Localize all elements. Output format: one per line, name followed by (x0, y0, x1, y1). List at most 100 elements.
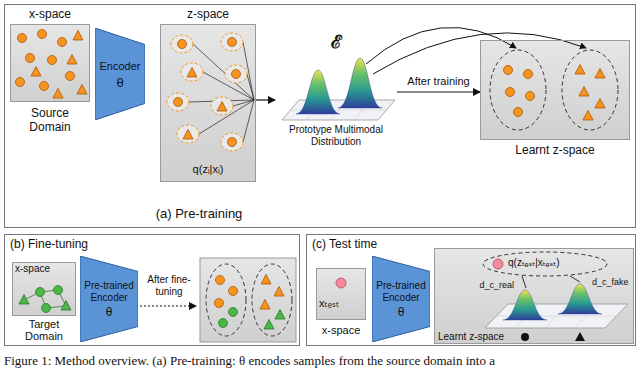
posterior-ellipse (171, 35, 193, 53)
space-box: x-spaceTarget Domain (12, 262, 76, 316)
panel-frame: (c) Test timexₜₑₛₜx-spacePre-trained Enc… (306, 234, 636, 346)
space-box: x-spaceSource Domain (10, 24, 90, 102)
encoded-sample (183, 130, 193, 140)
source-sample (77, 85, 87, 95)
box-ground (12, 262, 76, 316)
connector (397, 91, 480, 92)
source-sample (73, 31, 83, 41)
encoder-shape (95, 28, 145, 120)
posterior-ellipse (225, 65, 247, 83)
node-text: Source Domain (18, 106, 82, 134)
real-symbol (521, 333, 529, 341)
source-sample (48, 56, 57, 65)
encoded-sample (217, 102, 227, 112)
target-sample (42, 304, 51, 313)
encoder-block: Pre-trained Encoderθ (372, 256, 430, 342)
space-box: xₜₑₛₜx-space (316, 268, 366, 320)
node-text: Pre-trained Encoder (80, 280, 138, 304)
node-text: Learnt z-space (438, 331, 508, 343)
tuned-sample (219, 319, 228, 328)
learnt-sample (595, 69, 605, 79)
encoder-shape (372, 256, 430, 342)
distribution-mode (338, 58, 382, 108)
learnt-sample (575, 65, 585, 75)
learnt-sample (524, 70, 533, 79)
tuned-sample (229, 287, 238, 296)
box-ground (434, 248, 634, 344)
node-text: x-space (15, 263, 73, 275)
distance-line (522, 276, 526, 288)
tuned-sample (216, 276, 225, 285)
result-box (200, 258, 296, 342)
tuned-sample (229, 308, 238, 317)
fake-symbol (575, 332, 585, 341)
tuned-sample (261, 275, 271, 285)
node-text: xₜₑₛₜ (319, 297, 364, 310)
figure-caption: Figure 1: Method overview. (a) Pre-train… (4, 354, 495, 369)
encoding-lines (189, 42, 254, 142)
encoding-line (243, 100, 254, 142)
posterior-ellipse (221, 33, 243, 51)
node-text: (b) Fine-tuning (10, 238, 140, 252)
distribution-plane (485, 304, 628, 328)
cluster-ellipse (562, 50, 618, 130)
source-sample (53, 89, 63, 99)
annotation-label: d_c_real (470, 280, 514, 290)
learnt-sample (579, 87, 589, 97)
encoding-line (233, 100, 254, 106)
learnt-sample (506, 88, 515, 97)
encoder-shape (80, 256, 138, 342)
cluster-ellipse (206, 264, 246, 336)
posterior-ellipse (211, 97, 233, 115)
encoder-block: Encoder θ (95, 28, 145, 120)
test-sample (336, 278, 346, 288)
box-ground (160, 24, 256, 182)
node-text: Pre-trained Encoder (372, 280, 430, 304)
learnt-sample (583, 111, 593, 121)
encoded-sample (228, 38, 237, 47)
source-sample (31, 67, 41, 77)
source-sample (40, 82, 49, 91)
tuned-sample (260, 300, 270, 310)
node-text: q(zᵢ|xᵢ) (160, 163, 256, 176)
target-sample (61, 301, 71, 311)
node-text: q(zₜₑₛₜ|xₜₑₛₜ) (508, 257, 594, 269)
learnt-sample (504, 66, 513, 75)
encoded-sample (178, 40, 187, 49)
tuned-sample (264, 320, 274, 330)
learnt-sample (514, 108, 523, 117)
node-text: z-space (160, 8, 256, 22)
posterior-ellipse (221, 133, 243, 151)
encoded-sample (187, 68, 197, 78)
test-posterior (483, 252, 607, 276)
distribution-mode (558, 284, 602, 314)
node-text: (a) Pre-training (124, 207, 274, 222)
learnt-sample (595, 99, 605, 109)
target-sample (54, 286, 63, 295)
edge-label: After training (405, 75, 471, 88)
space-box: Learnt z-space (480, 40, 630, 140)
posterior-ellipse (181, 63, 203, 81)
source-sample (67, 55, 77, 65)
node-text: (c) Test time (312, 238, 432, 252)
node-text: x-space (10, 8, 90, 22)
space-box: q(zₜₑₛₜ|xₜₑₛₜ) Learnt z-space (434, 248, 634, 344)
source-sample (66, 72, 75, 81)
node-text: Target Domain (10, 318, 78, 342)
node-text: θ (95, 76, 145, 91)
annotation-label: d_c_fake (592, 277, 634, 287)
target-sample (36, 288, 45, 297)
node-text: Encoder (95, 60, 145, 73)
node-text: θ (80, 306, 138, 320)
node-text: x-space (311, 324, 371, 337)
encoder-block: Pre-trained Encoder θ (80, 256, 138, 342)
posterior-ellipse (167, 93, 189, 111)
box-ground (480, 40, 630, 140)
posterior-ellipse (177, 125, 199, 143)
panel-frame: (b) Fine-tuningx-spaceTarget DomainPre-t… (4, 234, 300, 346)
distance-line (570, 276, 580, 282)
node-text: ℰ (320, 32, 352, 53)
space-box: z-spaceq(zᵢ|xᵢ) (160, 24, 256, 182)
tuned-sample (275, 310, 285, 320)
